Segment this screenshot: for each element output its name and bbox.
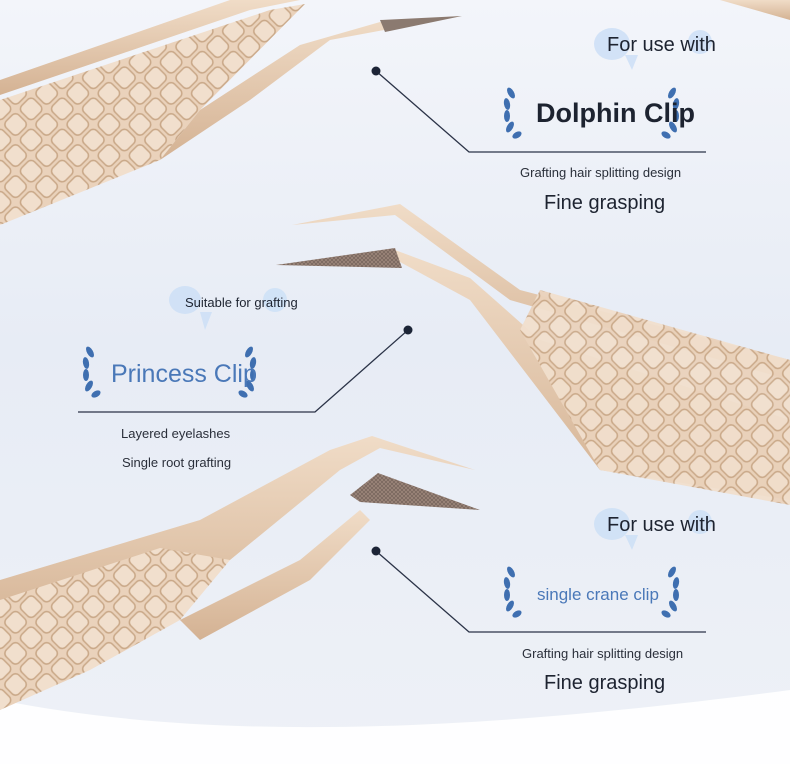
speech-bubbles (169, 28, 712, 550)
callout-dot (371, 546, 381, 556)
dolphin-clip-tweezers-image (0, 0, 790, 225)
background-wave (0, 690, 790, 764)
crane-clip-tweezers-image (0, 436, 480, 710)
callout-lines (78, 70, 706, 633)
dolphin-detail: Grafting hair splitting design (520, 165, 682, 180)
dolphin-feature: Fine grasping (544, 192, 666, 214)
callout-dot (371, 66, 381, 76)
dolphin-intro: For use with (607, 34, 716, 56)
princess-detail-1: Layered eyelashes (121, 426, 231, 441)
laurel-icons (82, 87, 680, 618)
princess-clip-tweezers-image (276, 204, 790, 505)
princess-detail-2: Single root grafting (122, 455, 232, 470)
crane-detail: Grafting hair splitting design (522, 646, 684, 661)
princess-title: Princess Clip (111, 360, 257, 388)
callout-dot (403, 325, 413, 335)
crane-feature: Fine grasping (544, 672, 666, 694)
crane-intro: For use with (607, 514, 716, 536)
princess-intro: Suitable for grafting (185, 295, 298, 310)
crane-title: single crane clip (537, 585, 659, 604)
dolphin-title: Dolphin Clip (536, 98, 695, 128)
